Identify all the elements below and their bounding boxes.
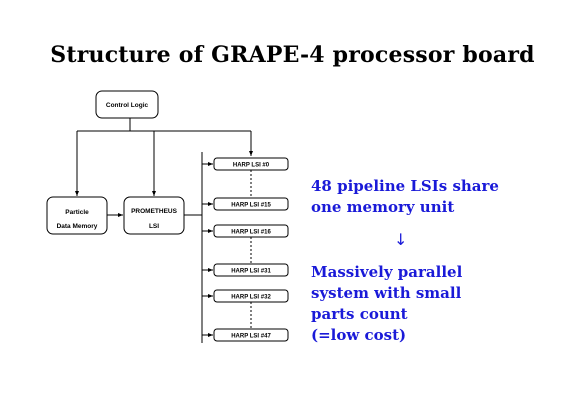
note-line: parts count xyxy=(311,305,408,323)
control-bus xyxy=(75,118,253,196)
control-logic-block: Control Logic xyxy=(95,90,159,119)
note-line: one memory unit xyxy=(311,198,455,216)
harp-label: HARP LSI #31 xyxy=(231,269,271,275)
memory-label-line1: Particle xyxy=(65,209,89,216)
note-line: 48 pipeline LSIs share xyxy=(311,177,499,195)
prometheus-label-line1: PROMETHEUS xyxy=(131,208,178,215)
prometheus-label-line2: LSI xyxy=(149,223,159,230)
harp-lsi-16: HARP LSI #16 xyxy=(202,224,289,238)
memory-label-line2: Data Memory xyxy=(57,223,98,230)
note-line: (=low cost) xyxy=(311,326,407,344)
prometheus-block: PROMETHEUS LSI xyxy=(123,196,185,235)
harp-label: HARP LSI #16 xyxy=(231,230,271,236)
harp-label: HARP LSI #15 xyxy=(231,203,271,209)
harp-lsi-0: HARP LSI #0 xyxy=(202,157,289,171)
harp-label: HARP LSI #47 xyxy=(231,334,271,340)
down-arrow-icon: ↓ xyxy=(394,230,408,249)
harp-array: HARP LSI #0 HARP LSI #15 HARP LSI #16 HA… xyxy=(202,157,289,342)
note-line: Massively parallel xyxy=(311,263,463,281)
control-logic-label: Control Logic xyxy=(106,102,149,109)
particle-memory-block: Particle Data Memory xyxy=(46,196,108,235)
harp-lsi-32: HARP LSI #32 xyxy=(202,289,289,303)
note-line: system with small xyxy=(311,284,462,302)
page-title: Structure of GRAPE-4 processor board xyxy=(50,42,535,68)
harp-label: HARP LSI #32 xyxy=(231,295,271,301)
harp-lsi-31: HARP LSI #31 xyxy=(202,263,289,277)
note-shared-memory: 48 pipeline LSIs share one memory unit xyxy=(311,176,499,218)
harp-lsi-47: HARP LSI #47 xyxy=(202,328,289,342)
harp-label: HARP LSI #0 xyxy=(233,163,270,169)
harp-lsi-15: HARP LSI #15 xyxy=(202,197,289,211)
note-parallel-system: Massively parallel system with small par… xyxy=(311,262,462,346)
